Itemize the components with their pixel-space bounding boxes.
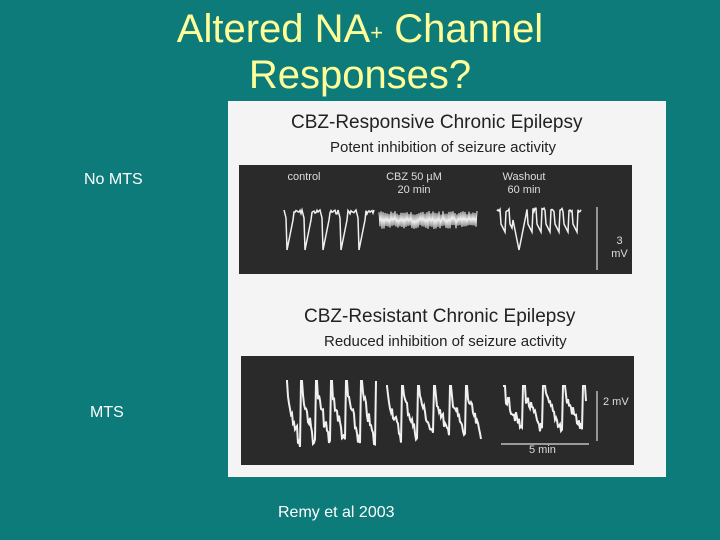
label-mts: MTS <box>90 404 124 421</box>
title-text-2: Channel <box>383 7 544 51</box>
trace-washout <box>496 206 582 251</box>
trace-control <box>283 207 375 251</box>
title-line-2: Responses? <box>248 53 472 97</box>
title-superscript: + <box>370 20 384 45</box>
bottom-trace-panel: 2 mV 5 min <box>241 356 634 465</box>
voltage-scale-top: 3 mV <box>611 235 628 260</box>
bottom-heading: CBZ-Resistant Chronic Epilepsy <box>304 306 576 327</box>
slide-title: Altered NA+ Channel Responses? <box>0 6 720 98</box>
trace-resistant-cbz <box>386 385 482 443</box>
citation: Remy et al 2003 <box>278 504 395 521</box>
top-subheading: Potent inhibition of seizure activity <box>330 139 556 156</box>
voltage-scale-bottom: 2 mV <box>603 396 629 408</box>
bottom-subheading: Reduced inhibition of seizure activity <box>324 333 567 350</box>
label-no-mts: No MTS <box>84 171 143 188</box>
trace-resistant-washout <box>503 385 587 434</box>
trace-resistant-control <box>286 380 377 447</box>
title-text: Altered NA <box>176 7 371 51</box>
bottom-traces <box>286 380 598 447</box>
condition-control: control <box>287 171 321 183</box>
top-traces <box>283 206 598 270</box>
top-heading: CBZ-Responsive Chronic Epilepsy <box>291 112 583 133</box>
time-scale: 5 min <box>529 444 556 456</box>
trace-cbz <box>378 210 478 230</box>
recording-figure: CBZ-Responsive Chronic Epilepsy Potent i… <box>228 101 666 477</box>
